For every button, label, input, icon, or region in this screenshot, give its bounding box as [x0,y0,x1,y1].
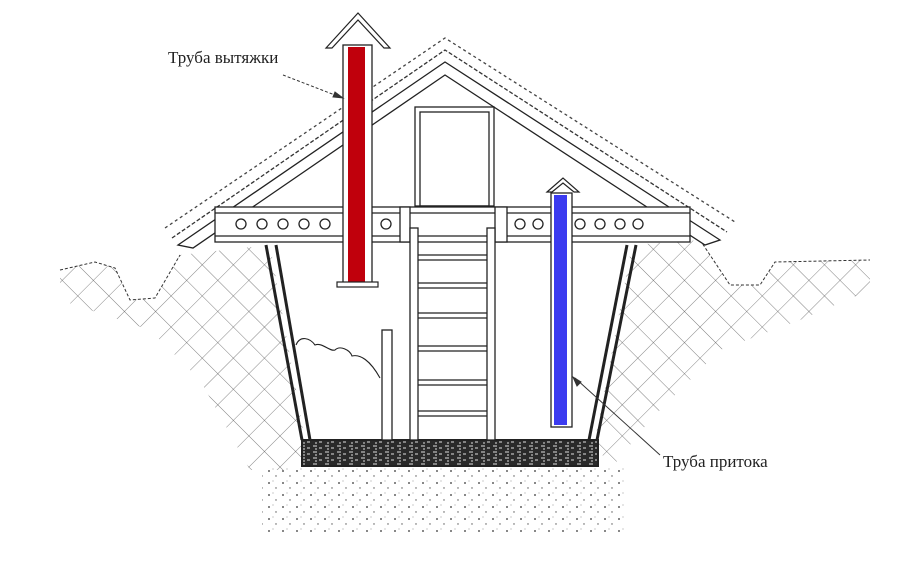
ceiling-beam [214,206,691,243]
supply-pipe [545,177,581,428]
sand-base [262,465,625,535]
exhaust-pipe-label: Труба вытяжки [168,48,279,67]
soil-left [59,245,305,470]
hatch-door [414,106,495,207]
stored-produce-outline [295,338,381,379]
supply-pipe-label: Труба притока [663,452,768,471]
cellar-walls [264,244,638,441]
exhaust-pipe-cap-icon [324,12,392,49]
supply-pipe-cap-icon [545,177,581,193]
label-leaders [282,74,661,456]
roof [164,37,736,249]
floor-gravel [301,439,599,467]
soil-right [595,239,871,470]
ladder [409,227,496,441]
support-post [381,329,393,441]
exhaust-pipe [324,12,392,288]
